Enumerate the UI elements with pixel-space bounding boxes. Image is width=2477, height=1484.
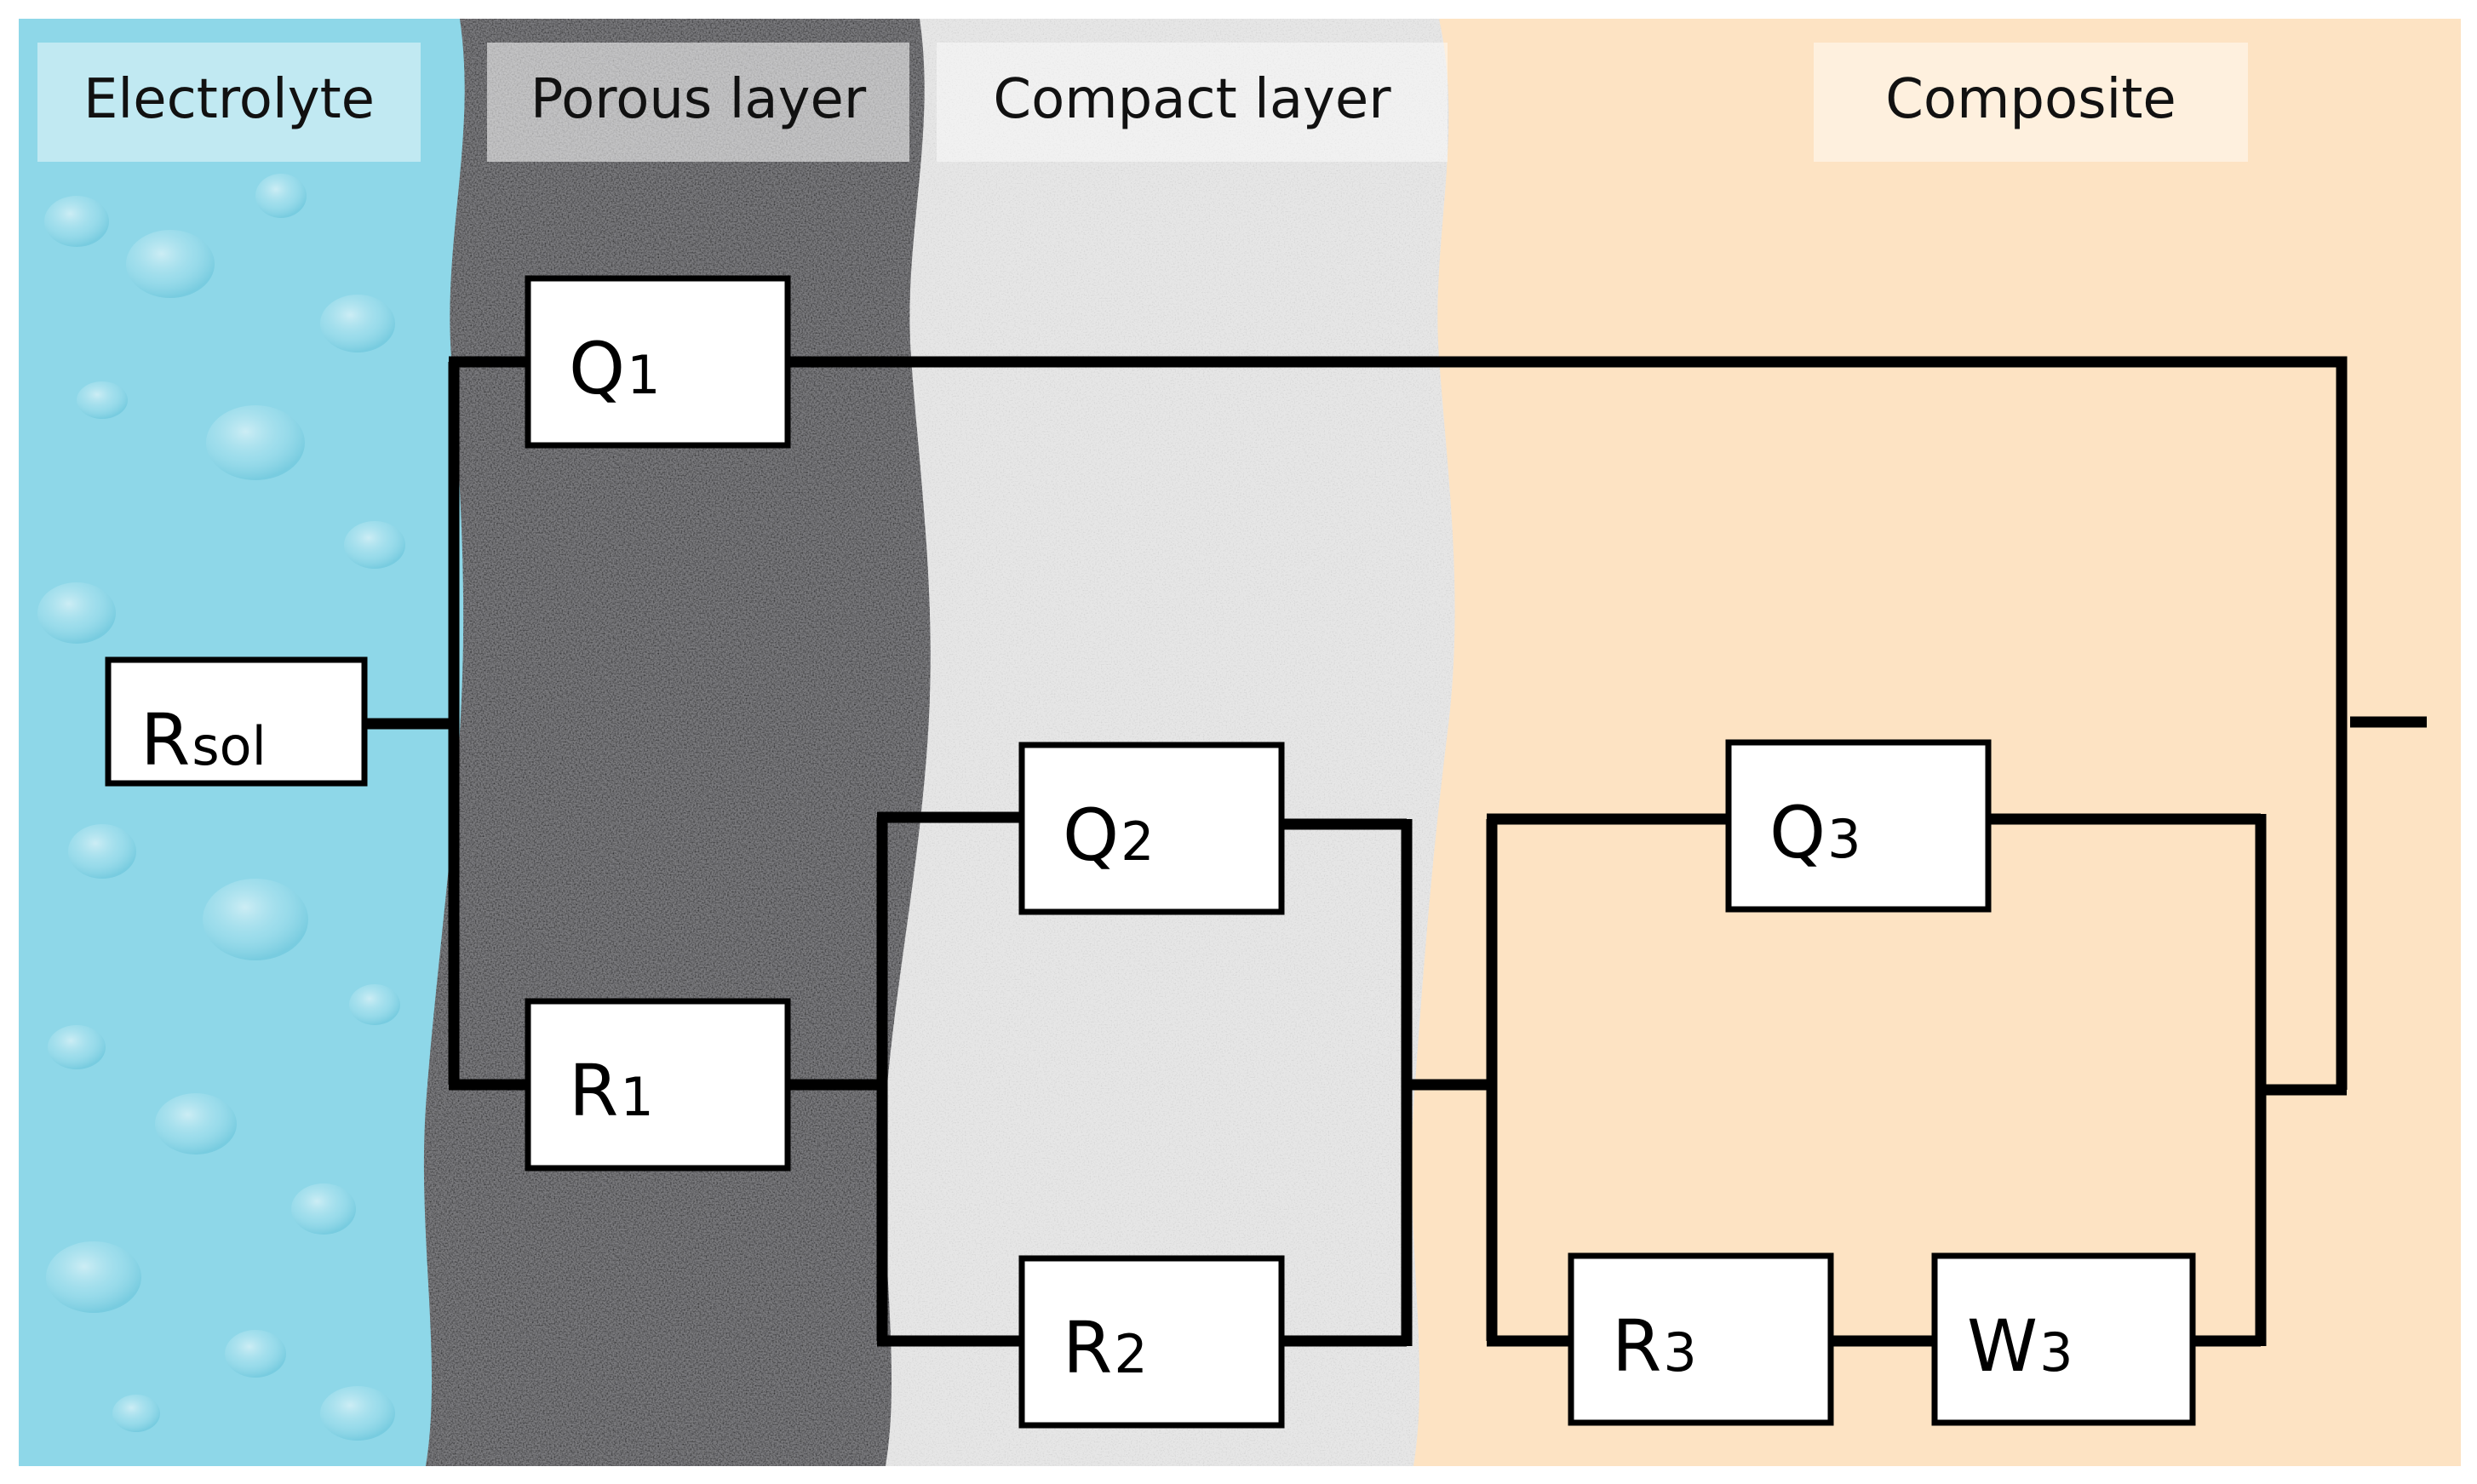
svg-text:W3: W3 bbox=[1967, 1304, 2073, 1388]
wire-q1-top-bus bbox=[788, 356, 2348, 1090]
svg-text:Rsol: Rsol bbox=[140, 698, 267, 782]
component-w3: W3 bbox=[1931, 1252, 2196, 1426]
zone-title-electrolyte: Electrolyte bbox=[37, 43, 421, 162]
component-q3-subscript: 3 bbox=[1827, 808, 1861, 870]
component-rsol-symbol: R bbox=[140, 698, 190, 782]
component-rsol: Rsol bbox=[105, 656, 368, 787]
component-q3: Q3 bbox=[1725, 739, 1992, 913]
component-r1-symbol: R bbox=[569, 1049, 618, 1132]
zone-porous-layer bbox=[400, 19, 931, 1466]
component-q1-subscript: 1 bbox=[627, 344, 660, 406]
component-q3-symbol: Q bbox=[1769, 791, 1826, 874]
component-r1-subscript: 1 bbox=[620, 1066, 653, 1128]
component-r3-subscript: 3 bbox=[1663, 1321, 1696, 1384]
component-r3-symbol: R bbox=[1612, 1304, 1661, 1388]
zone-title-porous: Porous layer bbox=[487, 43, 909, 162]
component-q2: Q2 bbox=[1018, 742, 1285, 915]
component-r2-symbol: R bbox=[1063, 1306, 1112, 1389]
component-w3-symbol: W bbox=[1967, 1304, 2038, 1388]
component-q2-symbol: Q bbox=[1063, 794, 1119, 877]
zone-title-composite: Composite bbox=[1814, 43, 2248, 162]
svg-text:R2: R2 bbox=[1063, 1306, 1148, 1389]
zone-title-compact: Compact layer bbox=[937, 43, 1448, 162]
zone-title-electrolyte-text: Electrolyte bbox=[83, 68, 375, 131]
svg-text:Q2: Q2 bbox=[1063, 794, 1155, 877]
svg-text:Q3: Q3 bbox=[1769, 791, 1861, 874]
component-q1: Q1 bbox=[525, 275, 791, 449]
component-q2-subscript: 2 bbox=[1121, 811, 1154, 873]
svg-text:R1: R1 bbox=[569, 1049, 654, 1132]
component-r1: R1 bbox=[525, 998, 791, 1172]
component-r2: R2 bbox=[1018, 1255, 1285, 1429]
component-w3-subscript: 3 bbox=[2039, 1321, 2073, 1384]
zone-title-compact-text: Compact layer bbox=[993, 68, 1391, 131]
component-q1-symbol: Q bbox=[569, 327, 625, 410]
component-r2-subscript: 2 bbox=[1114, 1323, 1147, 1385]
component-rsol-subscript: sol bbox=[192, 715, 266, 777]
component-r3: R3 bbox=[1568, 1252, 1834, 1426]
svg-text:R3: R3 bbox=[1612, 1304, 1697, 1388]
zone-title-composite-text: Composite bbox=[1885, 68, 2176, 131]
circuit-wires bbox=[364, 356, 2427, 1347]
zone-title-porous-text: Porous layer bbox=[530, 68, 867, 131]
svg-text:Q1: Q1 bbox=[569, 327, 661, 410]
